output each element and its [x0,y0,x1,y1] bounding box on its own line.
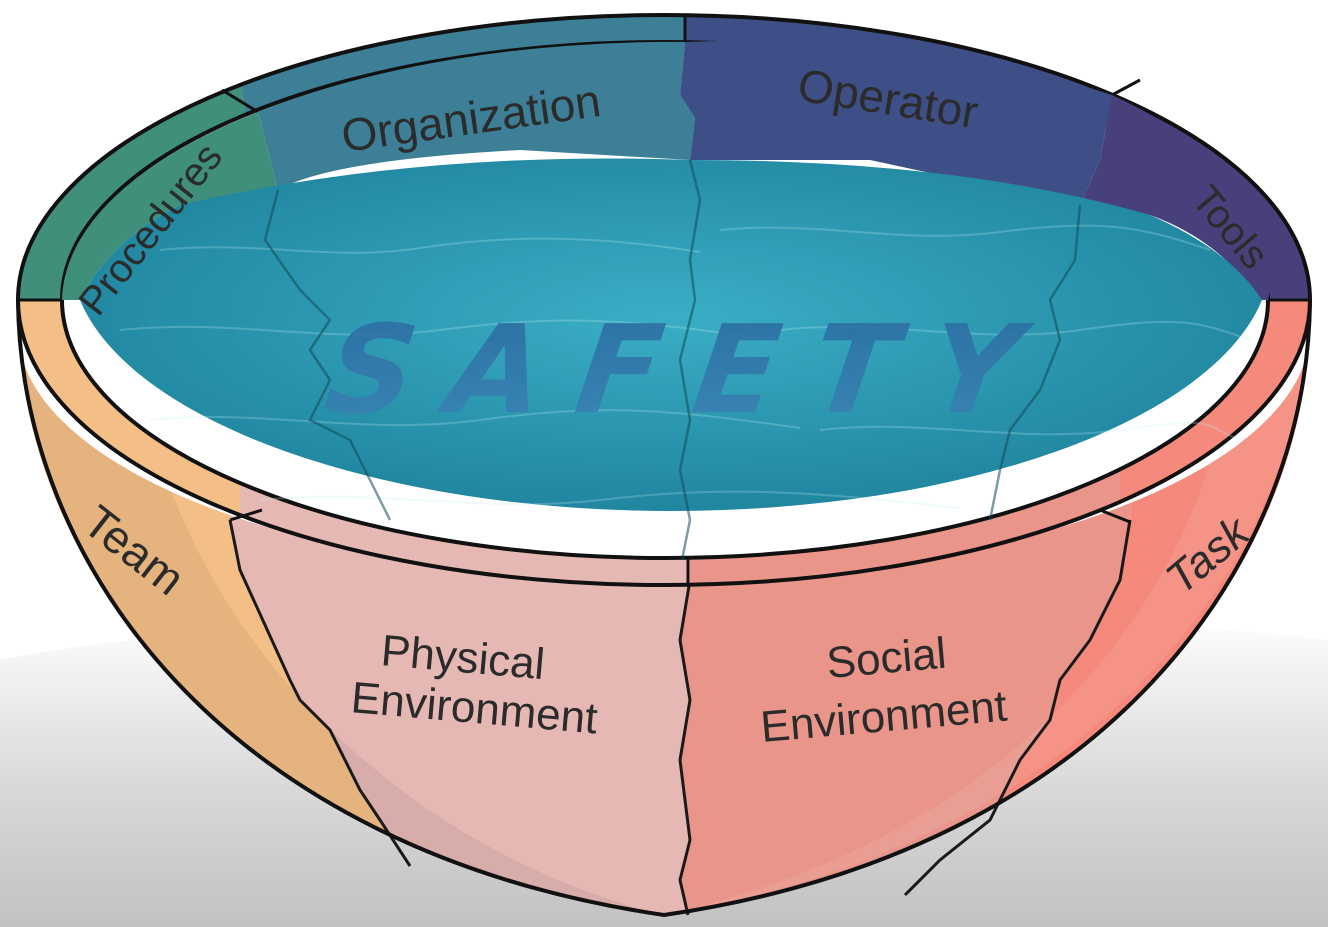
inner-wall-tools [1080,95,1273,300]
water-surface [80,158,1262,561]
exterior-seams [228,519,1132,916]
rim-seams [18,14,1310,585]
bowl-outline [16,299,1312,918]
safety-title: SAFETY [318,299,1063,441]
inner-wall-organization [258,41,695,190]
label-social-environment-line1: Social [825,629,949,688]
inner-wall-operator [680,40,1112,206]
inner-wall-procedures [62,112,278,300]
